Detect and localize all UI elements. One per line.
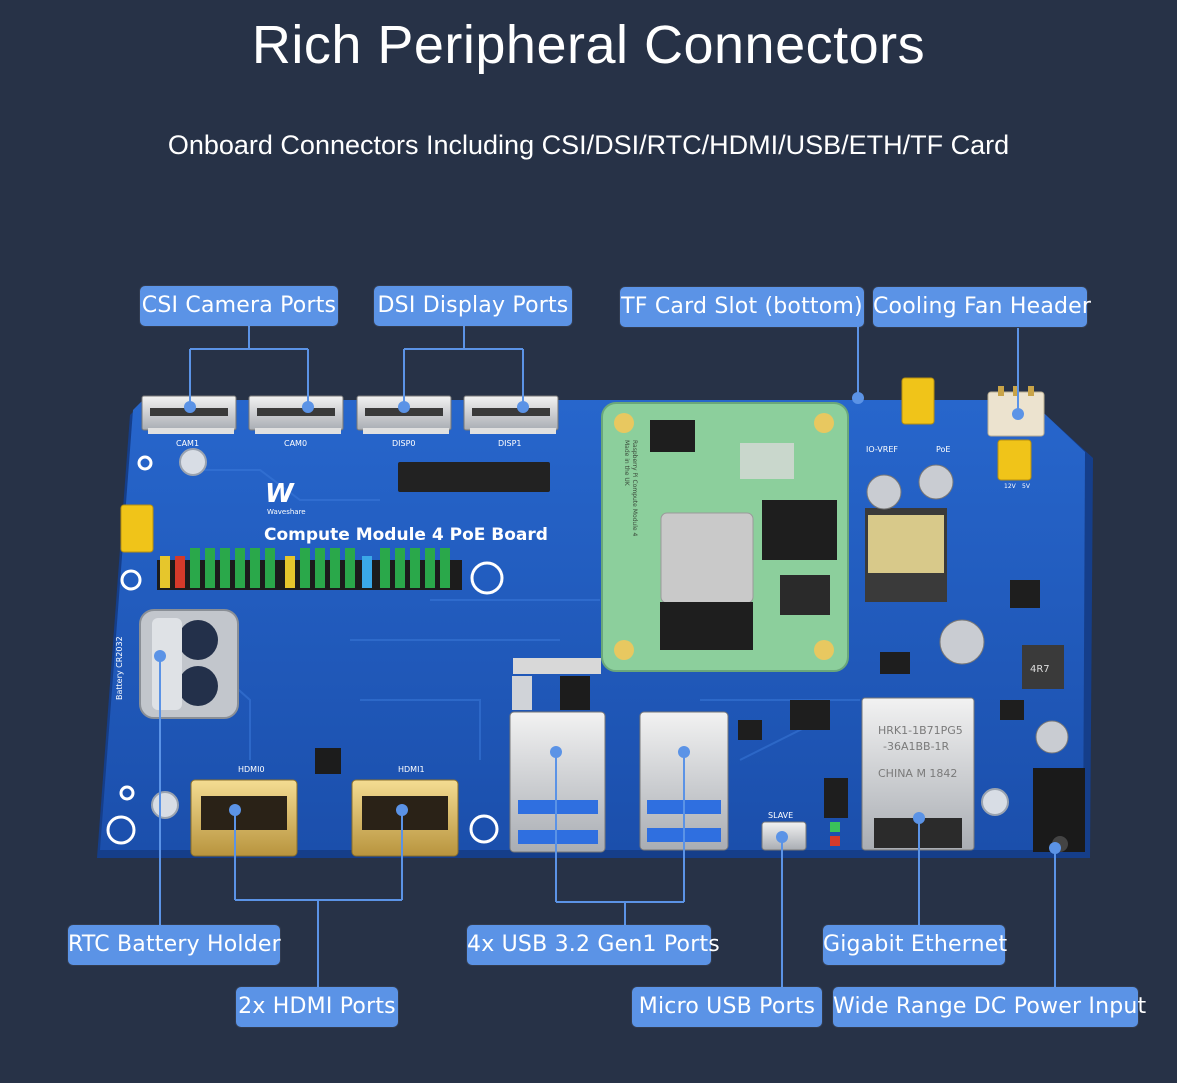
label-dc-power-input: Wide Range DC Power Input [833,987,1146,1027]
silk-jack-2: -36A1BB-1R [883,740,950,753]
dsi-connector-disp1 [463,395,559,434]
silk-made-in: Made in the UK [623,440,630,487]
leader-usb [555,752,685,926]
silk-slave: SLAVE [768,811,793,820]
usb-stack-left [509,711,606,853]
gpio-header [157,548,462,590]
label-micro-usb-ports: Micro USB Ports [632,987,822,1027]
silk-poe: PoE [936,445,951,454]
svg-text:W: W [265,479,295,509]
board-name: Compute Module 4 PoE Board [264,525,548,545]
label-hdmi-ports: 2x HDMI Ports [236,987,398,1027]
brand-text: Waveshare [267,508,306,516]
page-subtitle: Onboard Connectors Including CSI/DSI/RTC… [167,130,1010,160]
label-dsi-display-ports: DSI Display Ports [374,286,572,326]
cm4-module [601,402,849,672]
silk-hdmi1: HDMI1 [398,765,425,774]
silk-disp0: DISP0 [392,439,416,448]
dc-jack [1033,768,1085,852]
silk-cm4: Raspberry Pi Compute Module 4 [631,440,638,536]
hdmi-port-1 [351,779,459,857]
silk-jack-1: HRK1-1B71PG5 [878,724,963,737]
leader-csi [189,326,309,405]
label-cooling-fan-header: Cooling Fan Header [873,287,1091,327]
rtc-battery-holder [139,609,239,719]
page-title: Rich Peripheral Connectors [251,15,926,75]
silk-disp1: DISP1 [498,439,522,448]
silk-cam0: CAM0 [284,439,307,448]
silk-iovref: IO-VREF [866,445,898,454]
leader-lines [159,326,1056,988]
leader-dsi [403,326,524,405]
silk-jack-3: CHINA M 1842 [878,767,957,780]
silk-5v: 5V [1022,483,1031,490]
label-gigabit-ethernet: Gigabit Ethernet [823,925,1007,965]
label-csi-camera-ports: CSI Camera Ports [140,286,338,326]
silk-hdmi0: HDMI0 [238,765,265,774]
csi-connector-cam0 [248,395,344,434]
silk-inductor: 4R7 [1030,664,1050,675]
leader-hdmi [234,810,403,988]
silk-cam1: CAM1 [176,439,199,448]
label-tf-card-slot: TF Card Slot (bottom) [620,287,864,327]
poe-transformer [865,508,947,602]
silk-12v: 12V [1004,483,1017,490]
label-rtc-battery-holder: RTC Battery Holder [68,925,281,965]
hdmi-port-0 [190,779,298,857]
label-usb-ports: 4x USB 3.2 Gen1 Ports [467,925,720,965]
silk-battery: Battery CR2032 [115,636,124,700]
